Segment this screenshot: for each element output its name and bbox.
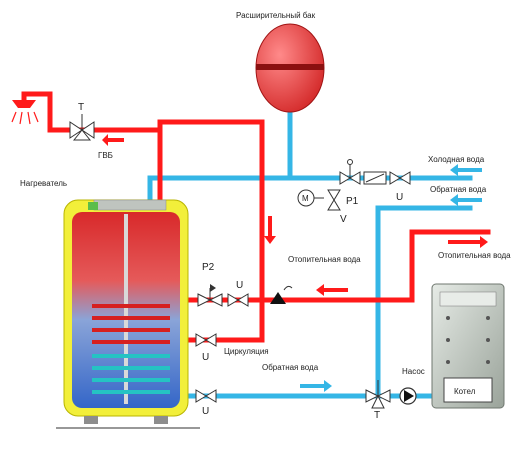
label-valve-t-top: T [78, 102, 84, 113]
three-way-valve-top-icon [69, 114, 95, 141]
three-way-valve-bottom-icon [365, 380, 391, 409]
shutoff-valve-p2-icon [227, 293, 249, 307]
label-u-top: U [396, 192, 403, 203]
label-heating-water-center: Отопительная вода [288, 255, 361, 264]
label-p1: P1 [346, 196, 359, 207]
label-heater: Нагреватель [20, 179, 67, 188]
label-u-bottom: U [202, 406, 209, 417]
gauge-m-icon [297, 189, 324, 207]
label-return-water-bottom: Обратная вода [262, 363, 319, 372]
label-return-water-top: Обратная вода [430, 185, 487, 194]
shutoff-valve-top-icon [389, 171, 411, 185]
label-boiler: Котел [454, 387, 476, 396]
check-valve-icon [363, 171, 387, 185]
label-p2: P2 [202, 262, 215, 273]
label-v: V [340, 214, 347, 225]
flow-arrows-hot [102, 134, 488, 296]
pump-icon [399, 387, 417, 405]
heater-coil-cold [92, 354, 170, 394]
label-heating-water-right: Отопительная вода [438, 251, 511, 260]
flow-arrows-cold [300, 164, 482, 392]
label-m: M [302, 194, 309, 203]
label-pump: Насос [402, 367, 425, 376]
valve-p2-icon [197, 284, 223, 307]
valve-v-icon [327, 189, 341, 211]
shutoff-valve-bottom-icon [195, 389, 217, 403]
label-cold-water: Холодная вода [428, 155, 485, 164]
expansion-tank [255, 23, 325, 113]
heater-coil-hot [92, 304, 170, 344]
label-u-p2: U [236, 280, 243, 291]
label-expansion-tank: Расширительный бак [236, 11, 316, 20]
shutoff-valve-circ-icon [195, 333, 217, 347]
label-t-bottom: T [374, 410, 380, 421]
label-circulation: Циркуляция [224, 347, 269, 356]
boiler [431, 283, 505, 409]
shower-head-icon [11, 100, 39, 125]
label-u-circ: U [202, 352, 209, 363]
check-valve-center-icon [270, 285, 293, 304]
safety-valve-p1-icon [339, 159, 361, 185]
label-gvs: ГВБ [98, 151, 113, 160]
cold-pipes [147, 109, 473, 399]
